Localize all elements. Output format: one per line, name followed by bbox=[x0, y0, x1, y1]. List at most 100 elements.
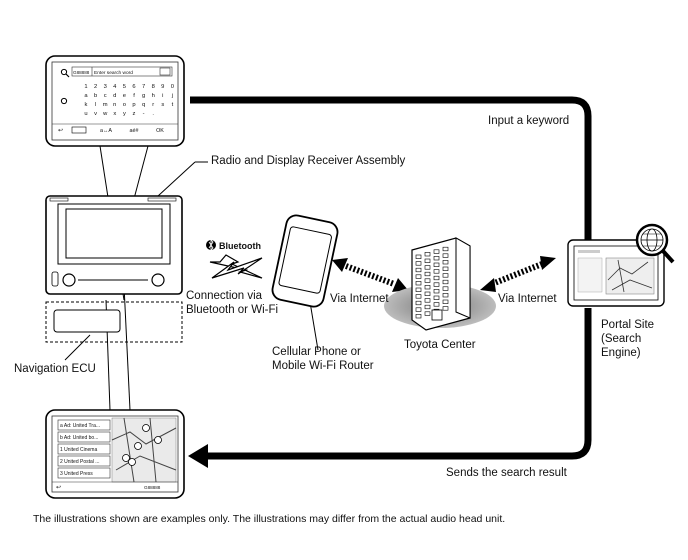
navigation-ecu bbox=[45, 301, 183, 343]
result-item[interactable]: 1 United Cinema bbox=[60, 447, 97, 453]
building-window bbox=[433, 302, 440, 307]
keyboard-search-field: Enter search word bbox=[94, 70, 133, 76]
keyboard-key[interactable]: x bbox=[113, 111, 116, 117]
keyboard-key[interactable]: 4 bbox=[113, 84, 117, 90]
building-window bbox=[424, 298, 431, 303]
keyboard-key[interactable]: 0 bbox=[171, 84, 174, 90]
building-window bbox=[415, 267, 422, 273]
portal-site-label: Portal Site (Search Engine) bbox=[601, 319, 655, 359]
keyboard-key[interactable]: 5 bbox=[123, 84, 126, 90]
input-keyword-label: Input a keyword bbox=[488, 115, 570, 127]
keyboard-key[interactable]: m bbox=[103, 102, 108, 108]
portal-site-screen-icon bbox=[567, 239, 665, 307]
results-list: a Ad: United Tra... b Ad: United bo... 1 U… bbox=[57, 419, 111, 479]
keyboard-key[interactable]: c bbox=[104, 93, 107, 99]
bluetooth-icon: Bluetooth bbox=[206, 239, 261, 251]
result-item-box[interactable] bbox=[57, 455, 111, 467]
keyboard-key[interactable]: b bbox=[94, 93, 97, 99]
keyboard-bottom-row: a↔A aé# OK ↩ bbox=[58, 126, 164, 134]
keyboard-bottom-key[interactable]: aé# bbox=[130, 128, 139, 134]
keyboard-key[interactable]: . bbox=[152, 111, 154, 117]
building-window bbox=[442, 293, 449, 298]
building-window bbox=[433, 295, 440, 300]
building-window bbox=[433, 256, 440, 261]
footer-note: The illustrations shown are examples onl… bbox=[33, 513, 506, 525]
internet-link-right bbox=[480, 256, 556, 292]
result-item-box[interactable] bbox=[57, 467, 111, 479]
keyboard-key[interactable]: w bbox=[102, 111, 108, 117]
keyboard-key[interactable]: q bbox=[142, 102, 145, 108]
building-window bbox=[424, 258, 431, 263]
keyboard-bottom-key[interactable]: a↔A bbox=[100, 128, 112, 134]
building-window bbox=[415, 314, 422, 319]
keyboard-key[interactable]: 3 bbox=[104, 84, 107, 90]
via-internet-right-label: Via Internet bbox=[498, 293, 557, 305]
keyboard-key[interactable]: k bbox=[85, 102, 88, 108]
keyboard-key[interactable]: z bbox=[133, 111, 136, 117]
building-window bbox=[424, 271, 431, 277]
keyboard-key[interactable]: a bbox=[84, 93, 88, 99]
keyboard-key[interactable]: p bbox=[132, 102, 135, 108]
space-key[interactable] bbox=[71, 126, 87, 134]
keyboard-key[interactable]: 2 bbox=[94, 84, 97, 90]
keyboard-key[interactable]: e bbox=[123, 93, 126, 99]
keyboard-key[interactable]: t bbox=[172, 102, 174, 108]
building-window bbox=[415, 254, 422, 259]
result-item[interactable]: a Ad: United Tra... bbox=[60, 423, 100, 429]
result-item-box[interactable] bbox=[57, 443, 111, 455]
building-window bbox=[415, 307, 422, 312]
building-window bbox=[415, 281, 422, 286]
connection-label: Connection via Bluetooth or Wi-Fi bbox=[186, 290, 279, 316]
result-item[interactable]: 3 United Press bbox=[60, 471, 93, 477]
result-item-box[interactable] bbox=[57, 431, 111, 443]
building-window bbox=[433, 282, 440, 287]
keyboard-key[interactable]: 9 bbox=[161, 84, 164, 90]
toyota-center-label: Toyota Center bbox=[404, 339, 476, 351]
building-window bbox=[442, 306, 449, 311]
building-window bbox=[424, 291, 431, 296]
keyboard-key[interactable]: 1 bbox=[84, 84, 87, 90]
building-window bbox=[424, 304, 431, 310]
keyboard-key[interactable]: 6 bbox=[132, 84, 135, 90]
keyboard-key[interactable]: h bbox=[152, 93, 155, 99]
sends-result-label: Sends the search result bbox=[446, 467, 567, 479]
via-internet-left-label: Via Internet bbox=[330, 293, 389, 305]
keyboard-key[interactable]: o bbox=[123, 102, 126, 108]
building-window bbox=[415, 287, 422, 292]
building-window bbox=[442, 273, 449, 278]
keyboard-bottom-key[interactable]: OK bbox=[156, 128, 164, 134]
keyboard-key[interactable]: - bbox=[143, 111, 145, 117]
keyboard-key[interactable]: l bbox=[95, 102, 96, 108]
result-item[interactable]: b Ad: United bo... bbox=[60, 435, 98, 441]
toyota-center-building-icon bbox=[384, 237, 496, 331]
building-window bbox=[442, 279, 449, 285]
keyboard-key[interactable]: v bbox=[94, 111, 97, 117]
keyboard-key[interactable]: u bbox=[84, 111, 87, 117]
keyboard-key[interactable]: 7 bbox=[142, 84, 145, 90]
keyboard-key[interactable]: f bbox=[133, 93, 135, 99]
keyboard-key[interactable]: n bbox=[113, 102, 116, 108]
keyboard-key[interactable]: s bbox=[161, 102, 164, 108]
result-item-box[interactable] bbox=[57, 419, 111, 431]
keyboard-key[interactable]: d bbox=[113, 93, 116, 99]
result-item[interactable]: 2 United Postal ... bbox=[60, 459, 99, 465]
keyboard-key[interactable]: i bbox=[162, 93, 163, 99]
building-window bbox=[424, 278, 431, 283]
cellular-label: Cellular Phone or Mobile Wi-Fi Router bbox=[272, 346, 374, 372]
building-window bbox=[415, 300, 422, 306]
smartphone-icon bbox=[271, 214, 339, 308]
internet-link-left bbox=[332, 258, 408, 292]
keyboard-brand: G88888 bbox=[73, 70, 90, 75]
keyboard-key[interactable]: 8 bbox=[152, 84, 155, 90]
back-icon[interactable]: ↩ bbox=[58, 128, 63, 134]
keyboard-key[interactable]: y bbox=[123, 111, 126, 117]
keyboard-key[interactable]: j bbox=[171, 93, 173, 99]
navigation-ecu-label: Navigation ECU bbox=[14, 363, 96, 375]
send-result-arrow bbox=[188, 308, 592, 468]
bluetooth-logo-text: Bluetooth bbox=[219, 241, 261, 251]
building-window bbox=[442, 266, 449, 271]
svg-text:↩: ↩ bbox=[56, 485, 61, 491]
keyboard-key[interactable]: r bbox=[152, 102, 154, 108]
keyboard-key[interactable]: g bbox=[142, 93, 145, 99]
